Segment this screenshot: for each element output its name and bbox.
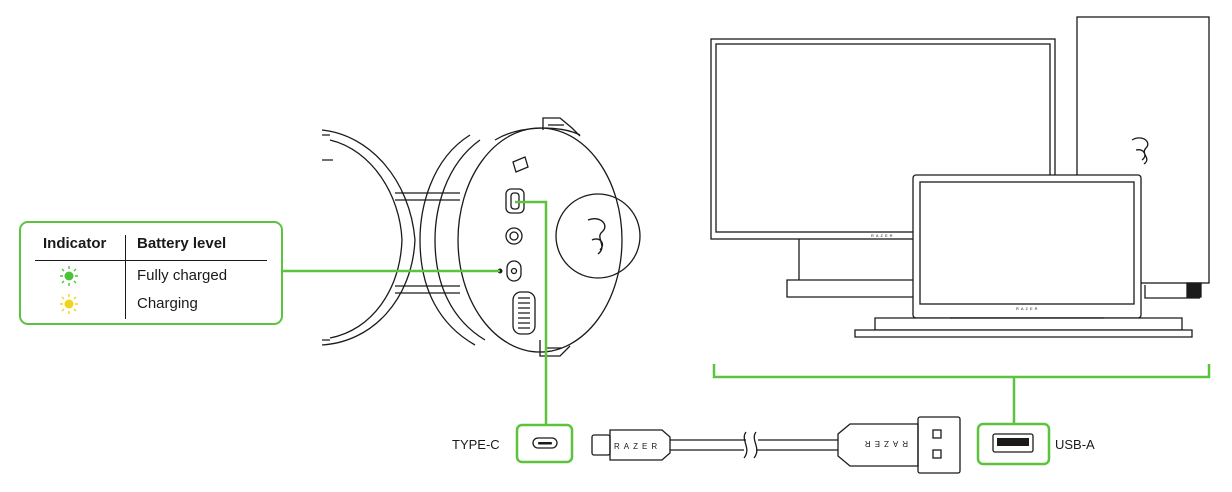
battery-indicator-legend: Indicator Battery level Fully charged Ch…	[19, 221, 283, 325]
laptop	[854, 174, 1193, 338]
type-c-label: TYPE-C	[452, 437, 500, 452]
pc-tower	[1076, 16, 1210, 299]
legend-label-fully-charged: Fully charged	[137, 267, 228, 284]
usb-a-port	[976, 422, 1051, 466]
legend-label-charging: Charging	[137, 295, 198, 312]
laptop-brand: RAZER	[1016, 306, 1040, 311]
usb-plug-brand: RAZER	[861, 439, 908, 448]
type-c-callout-line	[515, 200, 548, 430]
legend-row-charging: Charging	[21, 291, 281, 317]
headset	[321, 117, 641, 357]
legend-header-divider	[35, 260, 267, 261]
devices-bracket	[712, 364, 1211, 379]
cable-plug-brand: RAZER	[614, 442, 661, 451]
usb-cable	[591, 416, 961, 474]
monitor-brand: RAZER	[871, 233, 895, 238]
led-yellow-icon	[60, 294, 78, 314]
legend-column-divider	[125, 235, 126, 319]
legend-header-indicator: Indicator	[43, 235, 107, 252]
led-green-icon	[60, 266, 78, 286]
legend-header-battery-level: Battery level	[137, 235, 227, 252]
legend-row-fully-charged: Fully charged	[21, 263, 281, 289]
type-c-port	[515, 423, 574, 464]
usb-a-label: USB-A	[1055, 437, 1095, 452]
